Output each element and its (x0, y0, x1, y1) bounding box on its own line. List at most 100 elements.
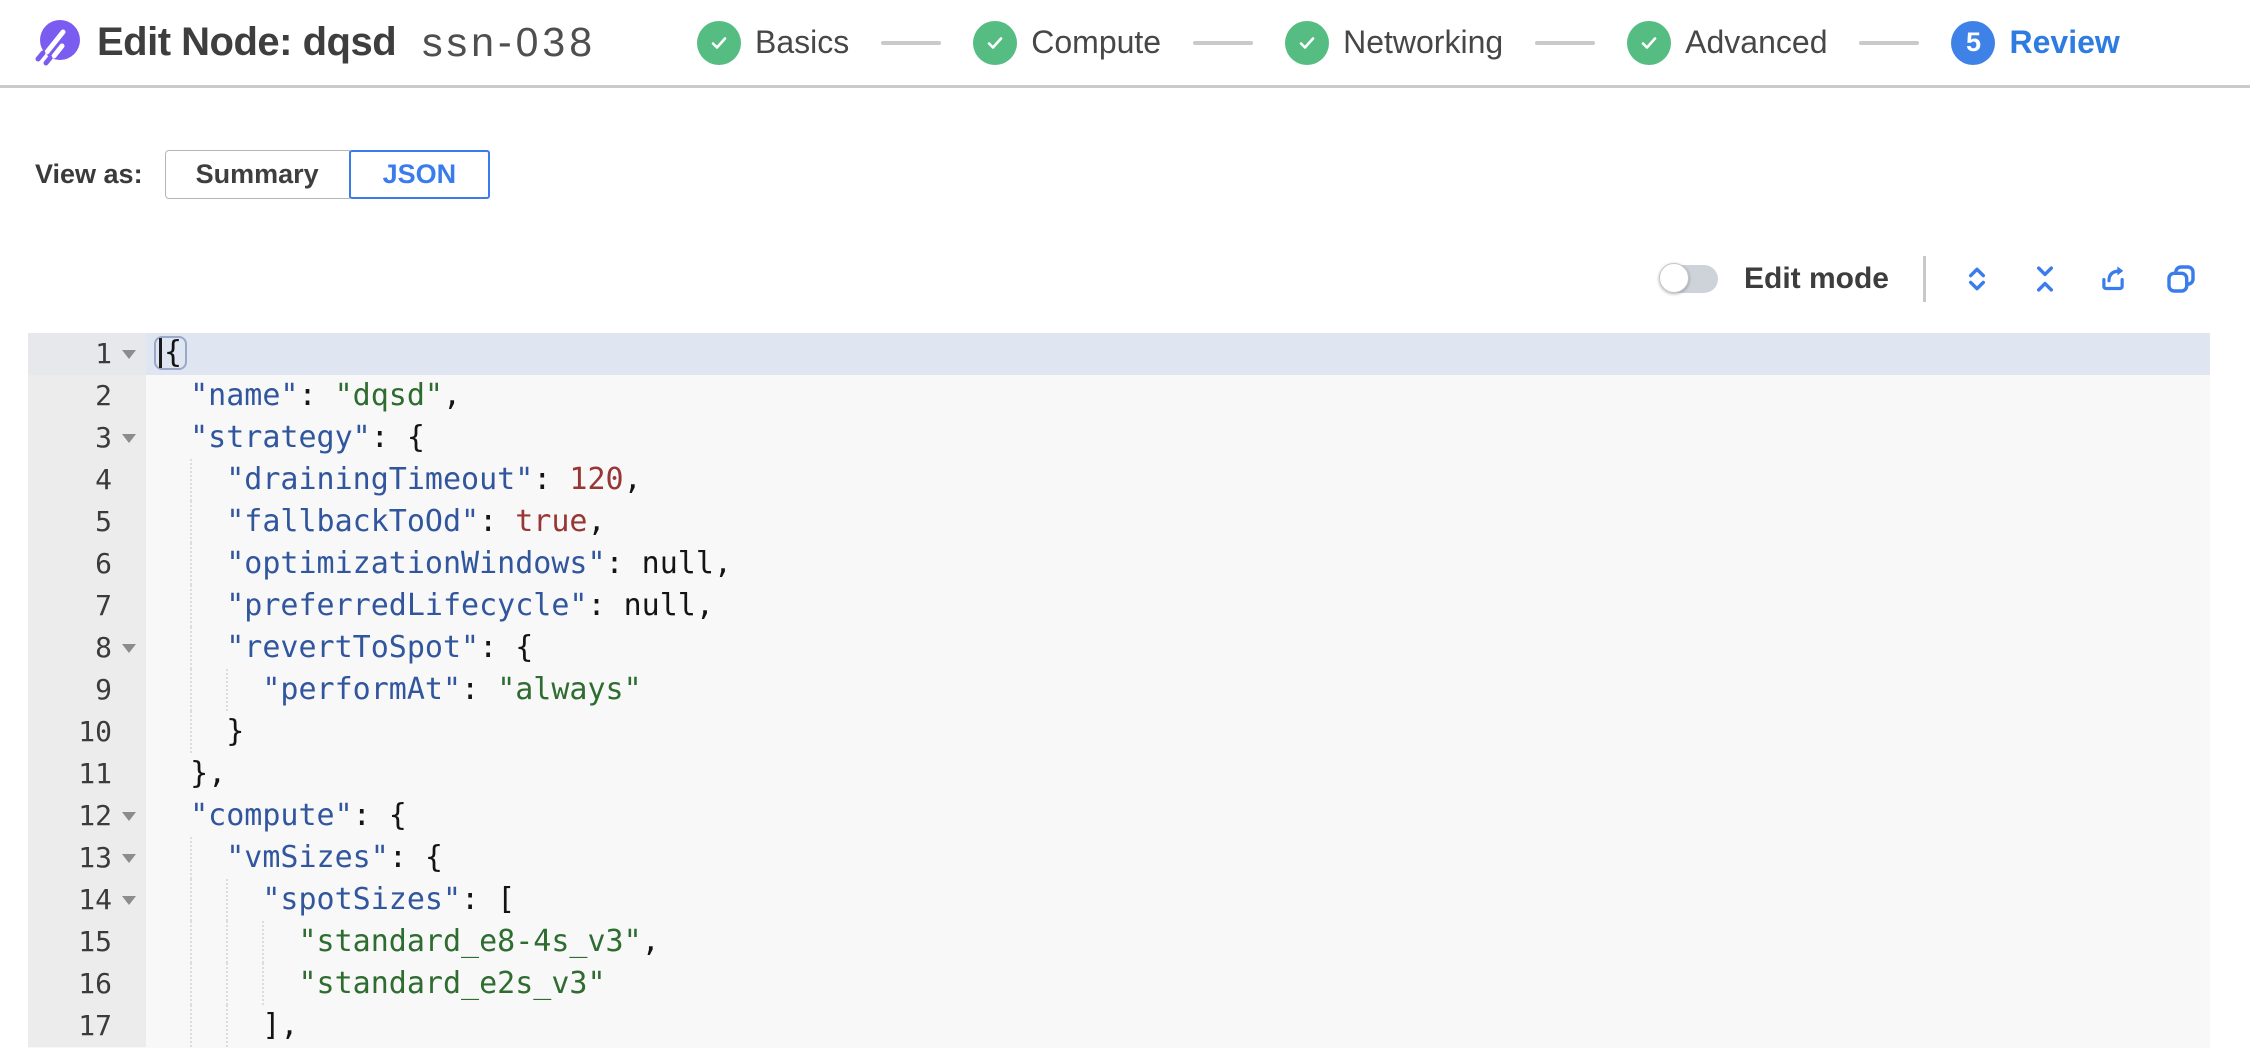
indent-guide (190, 963, 192, 1005)
wizard-header: Edit Node: dqsd ssn-038 Basics Compute Net… (0, 0, 2250, 88)
text-cursor (159, 338, 162, 368)
step-connector (1859, 40, 1920, 45)
code-content[interactable]: "standard_e8-4s_v3", (146, 921, 2210, 963)
summary-tab-button[interactable]: Summary (164, 150, 350, 199)
json-tab-button[interactable]: JSON (348, 150, 491, 199)
indent-guide (190, 501, 192, 543)
indent-guide (226, 879, 228, 921)
code-line[interactable]: 1{ (28, 333, 2210, 375)
code-line[interactable]: 9 "performAt": "always" (28, 669, 2210, 711)
expand-all-icon[interactable] (1960, 262, 1994, 296)
code-line[interactable]: 16 "standard_e2s_v3" (28, 963, 2210, 1005)
code-content[interactable]: "spotSizes": [ (146, 879, 2210, 921)
code-content[interactable]: }, (154, 756, 227, 791)
code-line[interactable]: 11 }, (28, 753, 2210, 795)
page-title: Edit Node: dqsd (97, 20, 397, 64)
line-number: 3 (28, 417, 146, 459)
code-line[interactable]: 7 "preferredLifecycle": null, (28, 585, 2210, 627)
indent-guide (190, 879, 192, 921)
indent-guide (262, 921, 264, 963)
code-content[interactable]: "strategy": { (190, 420, 425, 455)
code-line[interactable]: 3 "strategy": { (28, 417, 2210, 459)
editor-toolbar: Edit mode (1658, 256, 2198, 302)
line-number: 11 (28, 753, 146, 795)
line-number: 16 (28, 963, 146, 1005)
code-line[interactable]: 14 "spotSizes": [ (28, 879, 2210, 921)
step-number-badge: 5 (1951, 20, 1996, 65)
node-id-clip: ssn-038 (422, 19, 604, 66)
code-line[interactable]: 8 "revertToSpot": { (28, 627, 2210, 669)
collapse-all-icon[interactable] (2028, 262, 2062, 296)
code-line[interactable]: 17 ], (28, 1005, 2210, 1047)
code-content[interactable]: } (146, 711, 2210, 753)
toolbar-divider (1923, 256, 1926, 302)
code-content[interactable]: ], (146, 1005, 2210, 1047)
view-as-segment: Summary JSON (164, 150, 491, 199)
code-content[interactable]: "vmSizes": { (146, 837, 2210, 879)
code-line[interactable]: 10 } (28, 711, 2210, 753)
indent-guide (226, 963, 228, 1005)
indent-guide (190, 837, 192, 879)
view-as-control: View as: Summary JSON (35, 150, 491, 199)
fold-toggle-icon[interactable] (122, 896, 136, 905)
code-line[interactable]: 6 "optimizationWindows": null, (28, 543, 2210, 585)
line-number: 12 (28, 795, 146, 837)
indent-guide (262, 963, 264, 1005)
indent-guide (190, 627, 192, 669)
step-networking[interactable]: Networking (1285, 20, 1503, 65)
line-number: 2 (28, 375, 146, 417)
line-number: 14 (28, 879, 146, 921)
step-connector (881, 40, 942, 45)
code-content[interactable]: "performAt": "always" (146, 669, 2210, 711)
code-line[interactable]: 15 "standard_e8-4s_v3", (28, 921, 2210, 963)
fold-toggle-icon[interactable] (122, 350, 136, 359)
code-line[interactable]: 12 "compute": { (28, 795, 2210, 837)
code-content[interactable]: { (146, 333, 2210, 375)
step-check-icon (1285, 20, 1330, 65)
code-line[interactable]: 5 "fallbackToOd": true, (28, 501, 2210, 543)
code-content[interactable]: "compute": { (190, 798, 407, 833)
line-number: 9 (28, 669, 146, 711)
edit-mode-toggle[interactable] (1658, 263, 1718, 293)
copy-icon[interactable] (2164, 262, 2198, 296)
line-number: 5 (28, 501, 146, 543)
fold-toggle-icon[interactable] (122, 434, 136, 443)
fold-toggle-icon[interactable] (122, 644, 136, 653)
indent-guide (226, 1005, 228, 1047)
code-content[interactable]: "fallbackToOd": true, (146, 501, 2210, 543)
line-number: 6 (28, 543, 146, 585)
code-line[interactable]: 2 "name": "dqsd", (28, 375, 2210, 417)
step-compute[interactable]: Compute (973, 20, 1162, 65)
fold-toggle-icon[interactable] (122, 854, 136, 863)
line-number: 7 (28, 585, 146, 627)
export-icon[interactable] (2096, 262, 2130, 296)
step-label: Compute (1031, 24, 1162, 60)
code-content[interactable]: "standard_e2s_v3" (146, 963, 2210, 1005)
code-line[interactable]: 4 "drainingTimeout": 120, (28, 459, 2210, 501)
indent-guide (190, 585, 192, 627)
code-content[interactable]: "preferredLifecycle": null, (146, 585, 2210, 627)
indent-guide (226, 921, 228, 963)
fold-toggle-icon[interactable] (122, 812, 136, 821)
line-number: 10 (28, 711, 146, 753)
indent-guide (190, 459, 192, 501)
step-basics[interactable]: Basics (697, 20, 849, 65)
step-label: Advanced (1685, 24, 1828, 60)
line-number: 13 (28, 837, 146, 879)
toggle-knob (1658, 263, 1689, 293)
code-line[interactable]: 13 "vmSizes": { (28, 837, 2210, 879)
code-editor[interactable]: 1{2 "name": "dqsd",3 "strategy": {4 "dra… (28, 333, 2210, 1048)
code-content[interactable]: "drainingTimeout": 120, (146, 459, 2210, 501)
code-content[interactable]: "name": "dqsd", (190, 378, 462, 413)
indent-guide (190, 1005, 192, 1047)
step-advanced[interactable]: Advanced (1627, 20, 1828, 65)
indent-guide (190, 543, 192, 585)
step-connector (1535, 40, 1596, 45)
code-content[interactable]: "optimizationWindows": null, (146, 543, 2210, 585)
indent-guide (226, 669, 228, 711)
line-number: 4 (28, 459, 146, 501)
code-content[interactable]: "revertToSpot": { (146, 627, 2210, 669)
view-as-label: View as: (35, 159, 143, 189)
